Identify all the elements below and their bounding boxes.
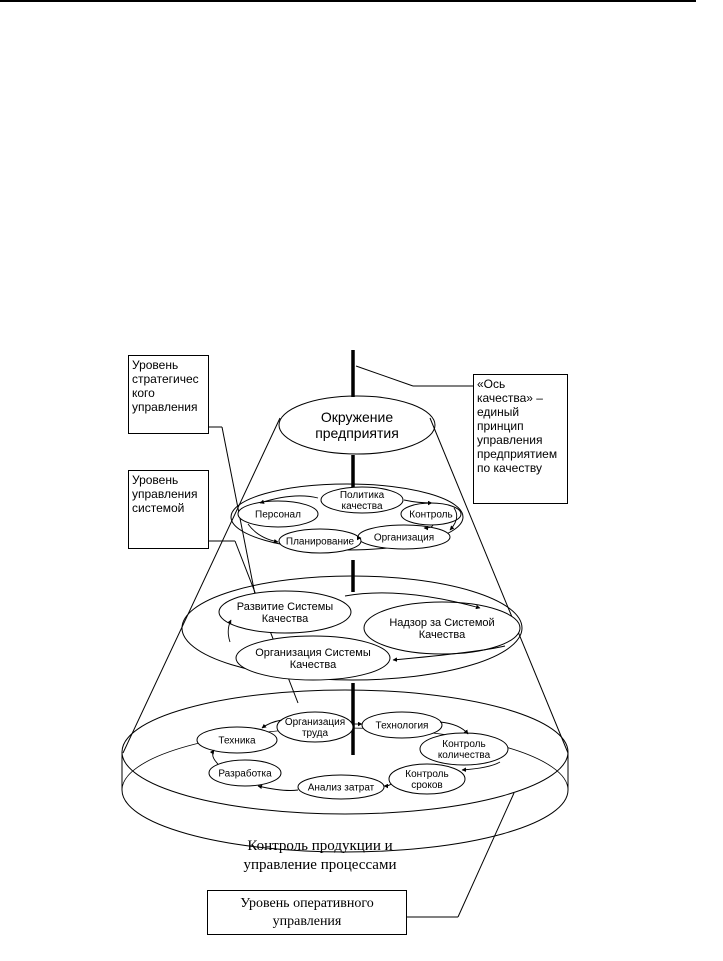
label-line: Уровень	[132, 473, 179, 487]
label-line: стратегичес	[132, 372, 199, 386]
text-line: Надзор за Системой	[389, 617, 494, 629]
text-line: Персонал	[255, 510, 301, 521]
text-line: Разработка	[218, 768, 272, 780]
text-line: Анализ затрат	[308, 783, 375, 794]
top-ellipse	[278, 395, 436, 455]
text-line: Контроль продукции и	[247, 838, 392, 854]
label-line: управления	[477, 433, 543, 447]
label-line: предприятием	[477, 447, 558, 461]
label-line: принцип	[477, 419, 524, 433]
node-nadzor	[363, 601, 521, 655]
node-tehnika	[196, 726, 278, 754]
label-line: единый	[477, 405, 520, 419]
label-line: по качеству	[477, 461, 542, 475]
text-tehnika: Техника	[218, 736, 256, 747]
text-line: предприятия	[315, 425, 399, 441]
node-razrabotka	[208, 759, 282, 787]
label-line: управления	[132, 487, 198, 501]
text-line: Политика	[340, 490, 385, 501]
text-line: Окружение	[321, 409, 394, 425]
node-planirovanie	[278, 528, 362, 554]
label-line: качества» –	[477, 391, 543, 405]
text-line: сроков	[411, 780, 442, 791]
text-tehnologiya: Технология	[376, 721, 429, 732]
label-line: Уровень	[132, 358, 179, 372]
text-line: Качества	[262, 613, 309, 625]
page-top-rule	[0, 0, 696, 2]
text-razrabotka: Разработка	[218, 768, 272, 780]
text-line: Организация	[374, 533, 434, 544]
label-strategic-level: Уровень стратегичес кого управления	[128, 355, 209, 434]
node-kontrol-srokov	[388, 763, 466, 795]
text-line: качества	[341, 501, 382, 512]
text-kontrol: Контроль	[409, 510, 452, 521]
label-quality-axis: «Ось качества» – единый принцип управлен…	[473, 374, 568, 504]
text-line: Развитие Системы	[237, 601, 334, 613]
text-base-caption: Контроль продукции и управление процессам…	[244, 838, 397, 873]
text-line: Технология	[376, 721, 429, 732]
text-line: Организация	[285, 717, 345, 728]
text-personal: Персонал	[255, 510, 301, 521]
text-line: труда	[302, 728, 329, 739]
label-line: управления	[272, 914, 342, 929]
text-line: Качества	[290, 659, 337, 671]
label-operational-level: Уровень оперативного управления	[207, 890, 407, 935]
label-line: управления	[132, 400, 198, 414]
axis-callout-line	[355, 365, 414, 387]
text-line: Контроль	[442, 739, 485, 750]
node-organizaciya-truda	[276, 711, 354, 743]
text-line: Контроль	[409, 510, 452, 521]
cone-left-edge	[122, 417, 281, 754]
node-personal	[237, 500, 319, 528]
node-politika	[320, 486, 404, 514]
base-cylinder-body	[121, 752, 569, 853]
text-line: Планирование	[286, 537, 355, 548]
text-line: Техника	[218, 736, 256, 747]
text-line: Качества	[419, 629, 466, 641]
text-line: управление процессами	[244, 857, 397, 873]
node-organizaciya-sistemy	[235, 635, 391, 681]
text-planirovanie: Планирование	[286, 537, 355, 548]
node-razvitie	[218, 590, 352, 634]
label-system-level: Уровень управления системой	[128, 470, 209, 549]
label-line: «Ось	[477, 377, 506, 391]
text-line: Контроль	[405, 769, 448, 780]
cone-right-edge	[429, 417, 569, 754]
label-line: Уровень оперативного	[240, 896, 374, 911]
label-line: системой	[132, 501, 185, 515]
text-organizaciya: Организация	[374, 533, 434, 544]
text-line: Организация Системы	[255, 647, 371, 659]
label-line: кого	[132, 386, 155, 400]
text-analiz-zatrat: Анализ затрат	[308, 783, 375, 794]
text-line: количества	[438, 750, 491, 761]
